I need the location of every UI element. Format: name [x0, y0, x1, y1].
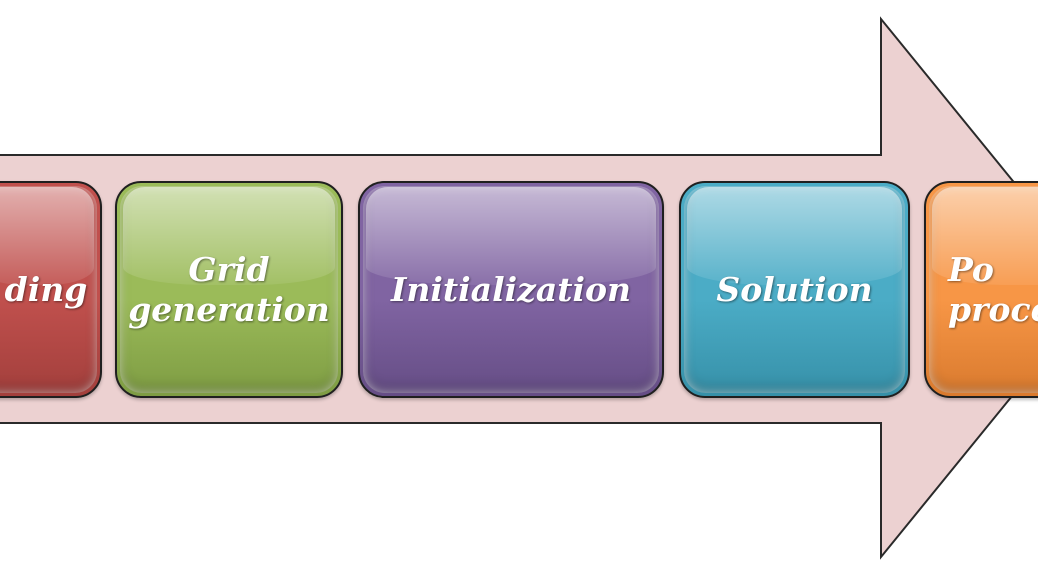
step-solution-label: Solution	[716, 269, 873, 309]
step-modelling: ding	[0, 181, 102, 398]
step-grid-generation-label: Grid generation	[128, 249, 330, 329]
step-grid-generation: Grid generation	[115, 181, 343, 398]
step-post-processing-label: Po proce	[948, 249, 1038, 329]
step-post-processing: Po proce	[924, 181, 1038, 398]
step-solution: Solution	[679, 181, 910, 398]
step-modelling-label: ding	[4, 269, 88, 309]
step-initialization-label: Initialization	[390, 269, 632, 309]
step-initialization: Initialization	[358, 181, 664, 398]
